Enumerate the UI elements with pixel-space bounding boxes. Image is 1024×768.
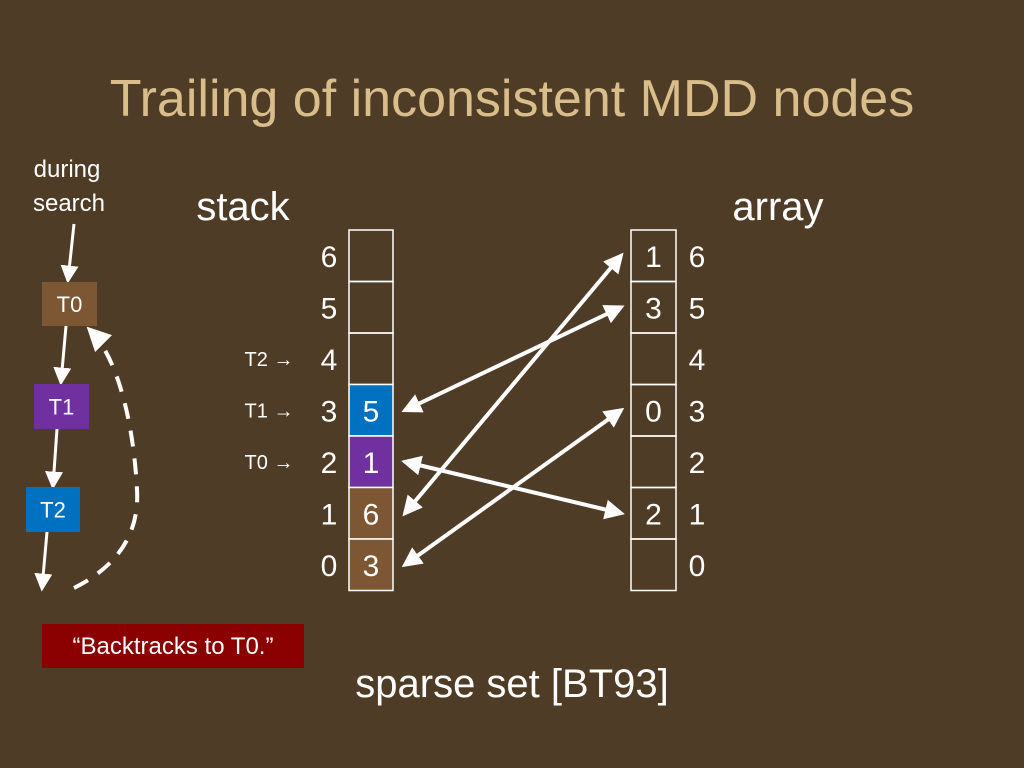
trail-node-label: T0 bbox=[57, 292, 83, 317]
trail-node-label: T1 bbox=[49, 395, 75, 420]
array-index-label: 6 bbox=[689, 241, 706, 274]
stack-cell bbox=[348, 280, 394, 334]
t1-t2-arrow bbox=[45, 428, 63, 490]
array-cell-value: 0 bbox=[645, 395, 662, 428]
array-index-label: 4 bbox=[689, 344, 706, 377]
stack-marker-label: T0 → bbox=[245, 452, 294, 474]
array-index-label: 0 bbox=[689, 550, 706, 583]
array-index-label: 2 bbox=[689, 447, 706, 480]
backtrack-dashed-arrow bbox=[73, 326, 140, 590]
trail-node-t2 bbox=[26, 487, 80, 532]
array-index-label: 5 bbox=[689, 292, 706, 325]
sparse-set-caption: sparse set [BT93] bbox=[355, 662, 668, 706]
array-cell-value: 2 bbox=[645, 498, 662, 531]
search-arrow bbox=[60, 223, 79, 284]
array-heading: array bbox=[732, 185, 823, 229]
array-cell-value: 1 bbox=[645, 241, 662, 274]
stack-index-label: 5 bbox=[321, 292, 338, 325]
link-stack-3-array-5 bbox=[401, 305, 625, 413]
trail-node-t1 bbox=[34, 384, 89, 429]
stack-cell bbox=[348, 435, 394, 489]
stack-marker-label: T1 → bbox=[245, 400, 294, 422]
backtrack-note-box bbox=[42, 624, 304, 668]
array-cell bbox=[630, 332, 677, 386]
array-cell bbox=[630, 538, 677, 592]
stack-cell bbox=[348, 229, 394, 283]
stack-cell bbox=[348, 383, 394, 437]
stack-index-label: 2 bbox=[321, 447, 338, 480]
trail-node-label: T2 bbox=[40, 498, 66, 523]
array-index-label: 3 bbox=[689, 395, 706, 428]
stack-cell-value: 1 bbox=[363, 447, 380, 480]
trail-node-t0 bbox=[42, 282, 97, 326]
stack-cell-value: 6 bbox=[363, 498, 380, 531]
t2-down-arrow bbox=[34, 531, 53, 592]
array-cell-value: 3 bbox=[645, 292, 662, 325]
stack-index-label: 1 bbox=[321, 498, 338, 531]
during-label: during bbox=[34, 156, 101, 183]
stack-marker-label: T2 → bbox=[245, 349, 294, 371]
stack-index-label: 6 bbox=[321, 241, 338, 274]
stack-index-label: 4 bbox=[321, 344, 338, 377]
array-index-label: 1 bbox=[689, 498, 706, 531]
stack-index-label: 0 bbox=[321, 550, 338, 583]
stack-array-links bbox=[401, 252, 625, 568]
page-title: Trailing of inconsistent MDD nodes bbox=[110, 70, 914, 128]
array-cell bbox=[630, 435, 677, 489]
stack-heading: stack bbox=[196, 185, 290, 229]
stack-cell bbox=[348, 538, 394, 592]
link-stack-1-array-6 bbox=[402, 252, 624, 517]
search-label: search bbox=[33, 190, 105, 217]
stack-cell-value: 3 bbox=[363, 550, 380, 583]
stack-cell-value: 5 bbox=[363, 395, 380, 428]
stack-cell bbox=[348, 332, 394, 386]
t0-t1-arrow bbox=[53, 325, 72, 386]
link-stack-0-array-3 bbox=[401, 407, 625, 568]
stack-index-label: 3 bbox=[321, 395, 338, 428]
backtrack-note: “Backtracks to T0.” bbox=[73, 633, 274, 660]
